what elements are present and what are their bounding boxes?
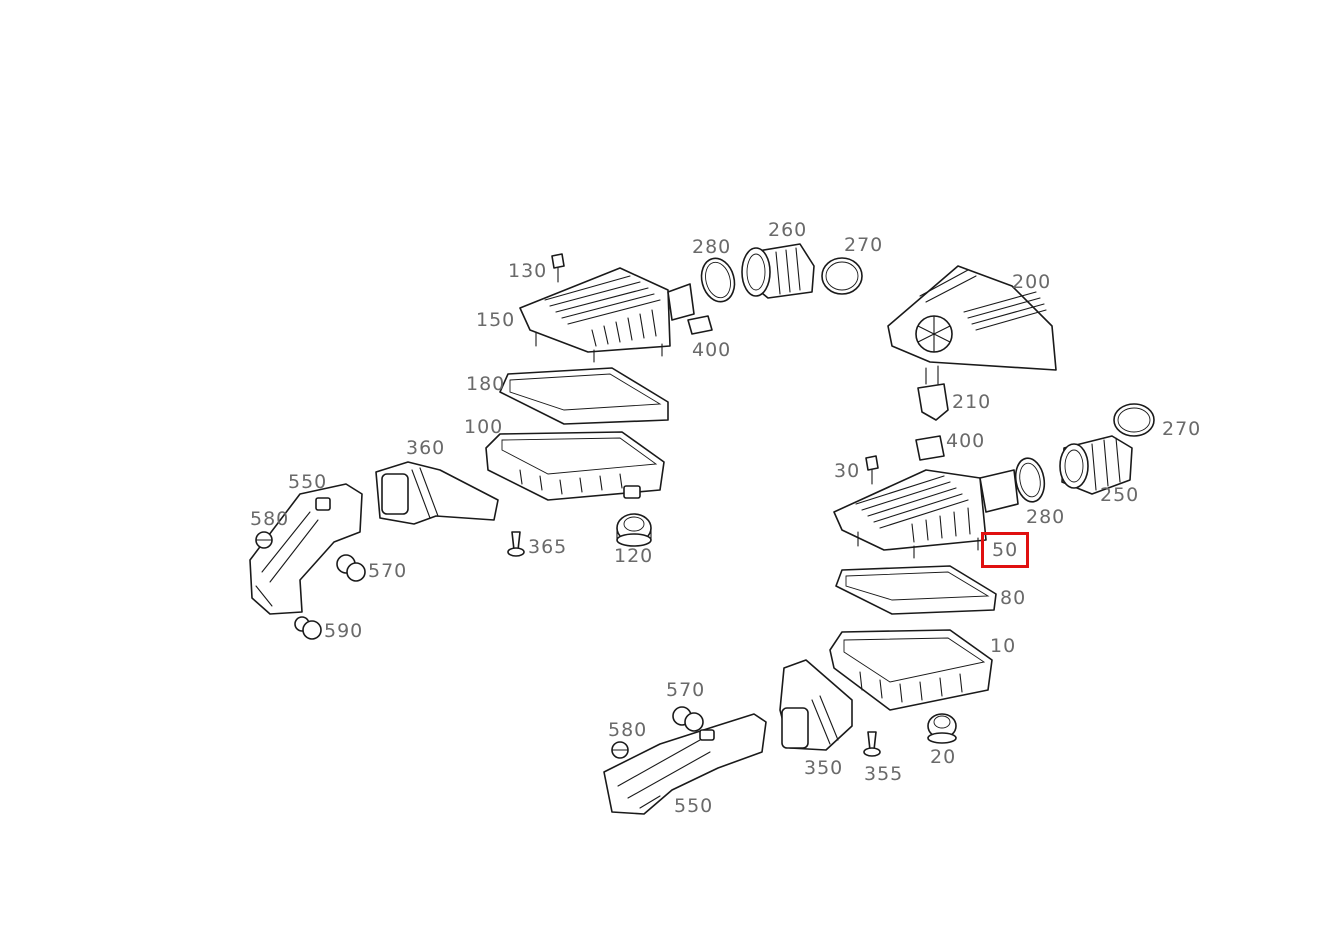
- clip-210: [917, 365, 949, 421]
- callout-20[interactable]: 20: [930, 746, 957, 768]
- clamp-280-lower: [1014, 457, 1046, 503]
- intake-hose-260: [741, 243, 815, 299]
- air-filter-cover-50: [833, 469, 1019, 559]
- intake-duct-550-left: [249, 483, 363, 615]
- grommet-580-left: [255, 531, 273, 549]
- callout-270-upper[interactable]: 270: [844, 234, 884, 256]
- plug-570-lower: [672, 706, 704, 732]
- clamp-270-upper: [821, 257, 863, 295]
- callout-100[interactable]: 100: [464, 416, 504, 438]
- callout-120[interactable]: 120: [614, 545, 654, 567]
- callout-210[interactable]: 210: [952, 391, 992, 413]
- callout-580-lower[interactable]: 580: [608, 719, 648, 741]
- sensor-400-lower: [915, 435, 945, 461]
- intake-hose-250: [1059, 435, 1133, 495]
- callout-180[interactable]: 180: [466, 373, 506, 395]
- air-filter-cover-150: [519, 267, 695, 363]
- plug-570-left: [336, 554, 366, 582]
- air-box-lower-10: [829, 629, 993, 711]
- callout-550-lower[interactable]: 550: [674, 795, 714, 817]
- air-box-lower-100: [485, 431, 665, 501]
- callout-590[interactable]: 590: [324, 620, 364, 642]
- filter-element-80: [835, 565, 997, 615]
- callout-130[interactable]: 130: [508, 260, 548, 282]
- callout-570-left[interactable]: 570: [368, 560, 408, 582]
- callout-10[interactable]: 10: [990, 635, 1017, 657]
- callout-280-upper[interactable]: 280: [692, 236, 732, 258]
- callout-260[interactable]: 260: [768, 219, 808, 241]
- sensor-400-upper: [687, 315, 713, 335]
- engine-cover-200: [887, 265, 1057, 371]
- callout-150[interactable]: 150: [476, 309, 516, 331]
- callout-250[interactable]: 250: [1100, 484, 1140, 506]
- mount-120: [616, 513, 652, 547]
- intake-duct-550-lower: [603, 713, 767, 815]
- callout-400-lower[interactable]: 400: [946, 430, 986, 452]
- filter-element-180: [499, 367, 669, 425]
- clamp-270-lower: [1113, 403, 1155, 437]
- callout-580-left[interactable]: 580: [250, 508, 290, 530]
- screw-355: [863, 731, 881, 757]
- callout-350[interactable]: 350: [804, 757, 844, 779]
- bolt-130: [551, 253, 565, 283]
- mount-20: [927, 713, 957, 744]
- callout-50-highlighted[interactable]: 50: [980, 532, 1030, 568]
- grommet-580-lower: [611, 741, 629, 759]
- callout-570-lower[interactable]: 570: [666, 679, 706, 701]
- screw-365: [507, 531, 525, 557]
- callout-365[interactable]: 365: [528, 536, 568, 558]
- clamp-280-upper: [700, 257, 736, 303]
- duct-350: [779, 659, 853, 751]
- callout-360[interactable]: 360: [406, 437, 446, 459]
- callout-200[interactable]: 200: [1012, 271, 1052, 293]
- bolt-30: [865, 455, 879, 485]
- callout-30[interactable]: 30: [834, 460, 861, 482]
- callout-270-lower[interactable]: 270: [1162, 418, 1202, 440]
- callout-280-lower[interactable]: 280: [1026, 506, 1066, 528]
- duct-360: [375, 461, 499, 525]
- callout-550-left[interactable]: 550: [288, 471, 328, 493]
- callout-355[interactable]: 355: [864, 763, 904, 785]
- callout-80[interactable]: 80: [1000, 587, 1027, 609]
- plug-590: [294, 616, 322, 640]
- callout-400-upper[interactable]: 400: [692, 339, 732, 361]
